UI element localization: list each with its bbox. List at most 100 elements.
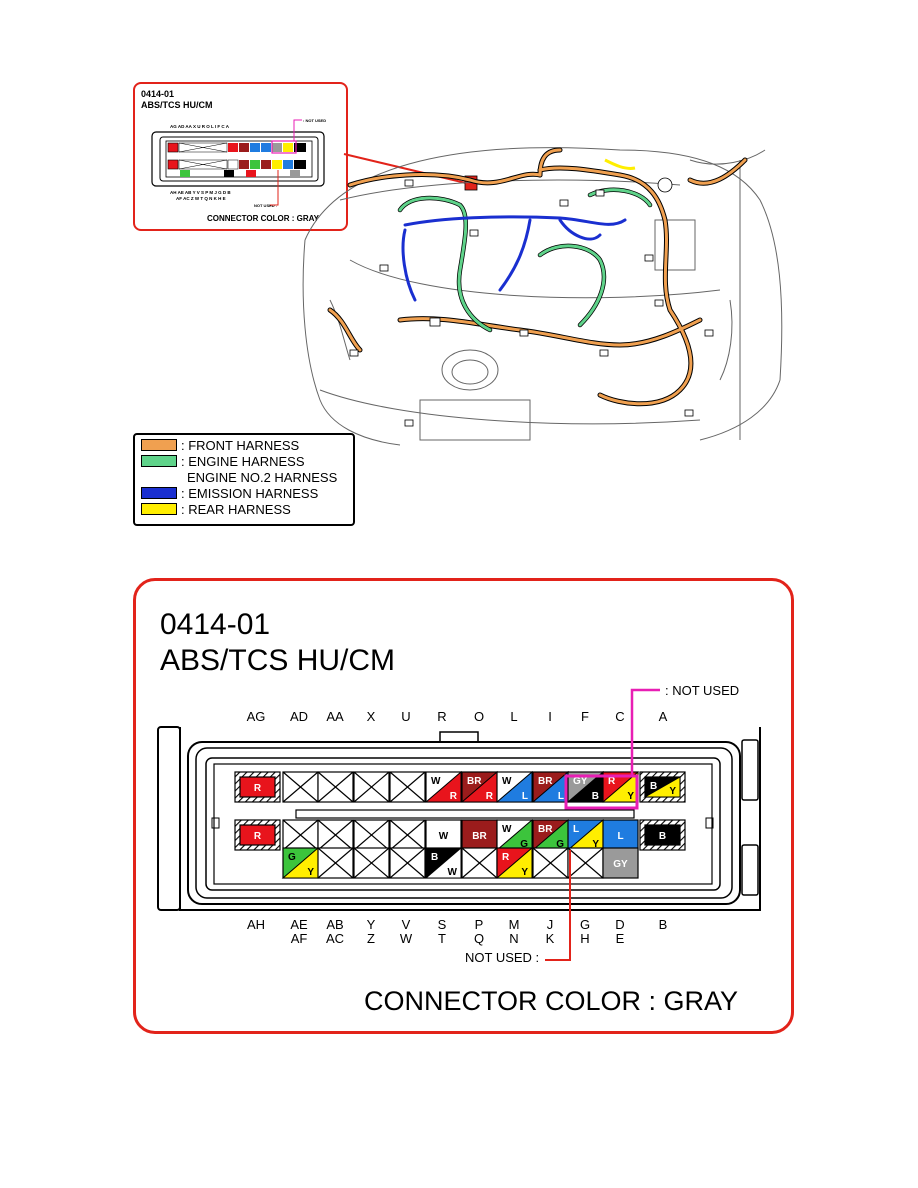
pin-label-AH: AH [246, 917, 266, 932]
thumbnail-connector-drawing [151, 119, 325, 206]
pin-label-B: B [658, 917, 668, 932]
pin-stripe-color: G [520, 839, 528, 850]
pin-stripe-color: Y [627, 791, 634, 802]
pin-V [389, 819, 426, 851]
pin-stripe [495, 770, 533, 803]
legend-label-emission: : EMISSION HARNESS [181, 485, 319, 501]
pin-label-Z: Z [367, 931, 375, 946]
pin-T: BW [424, 846, 462, 879]
pin-D: L [602, 819, 639, 851]
pin-F: GYB [566, 770, 604, 803]
pin-label-O: O [473, 709, 485, 724]
pin-fill [239, 776, 276, 798]
pin-AE [282, 819, 319, 851]
thumbnail-bottom-letters-2: AF AC Z W T Q N K H E [176, 196, 226, 201]
pin-cross [389, 819, 426, 851]
pin-P: BR [461, 819, 498, 851]
pin-stripe-color: B [592, 791, 599, 802]
pin-wire-color: B [650, 781, 657, 792]
pin-label-X: X [366, 709, 376, 724]
pin-label-A: A [658, 709, 668, 724]
pin-stripe-color: Y [307, 867, 314, 878]
pin-label-AE: AE [290, 917, 308, 932]
pin-label-K: K [545, 931, 555, 946]
pin-H [567, 847, 604, 879]
legend-swatch-front [141, 439, 177, 451]
pin-wire-color: B [431, 852, 438, 863]
pin-wire-color: GY [613, 859, 628, 870]
pin-cross [317, 819, 354, 851]
detail-connector-box [133, 578, 794, 1034]
pin-U [389, 771, 426, 803]
pin-label-M: M [508, 917, 520, 932]
not-used-leader-top [630, 688, 660, 776]
legend-engine-harness: : ENGINE HARNESS [141, 454, 305, 469]
pin-label-AB: AB [326, 917, 344, 932]
legend-label-engine-no2: ENGINE NO.2 HARNESS [187, 470, 338, 485]
car-body-outline [302, 147, 783, 446]
pin-cross [317, 771, 354, 803]
pin-label-Y: Y [366, 917, 376, 932]
pin-Q [461, 847, 498, 879]
pin-I: BRL [531, 770, 569, 803]
pin-stripe-color: Y [521, 867, 528, 878]
pin-AH: R [234, 819, 281, 851]
thumbnail-not-used-bottom: NOT USED : [254, 203, 278, 208]
pin-stripe [424, 770, 462, 803]
pin-L: WL [495, 770, 533, 803]
pin-cross [353, 847, 390, 879]
pin-fill [461, 819, 498, 851]
pin-label-AC: AC [325, 931, 345, 946]
legend-rear-harness: : REAR HARNESS [141, 501, 291, 517]
engine-bay-illustration [151, 119, 783, 446]
pin-label-R: R [437, 709, 447, 724]
pin-cross [461, 847, 498, 879]
pin-cross [389, 771, 426, 803]
pin-wire-color: G [288, 852, 296, 863]
pin-stripe [495, 846, 533, 879]
legend-swatch-emission [141, 487, 177, 499]
detail-not-used-bottom: NOT USED : [465, 950, 540, 965]
harness-connectors [349, 177, 714, 427]
pin-cross [282, 819, 319, 851]
connector-housing [157, 726, 761, 911]
pin-wire-color: R [608, 776, 616, 787]
pin-label-T: T [438, 931, 446, 946]
pin-stripe-color: Y [669, 786, 676, 797]
thumbnail-not-used-top: : NOT USED [303, 118, 327, 123]
pin-label-P: P [474, 917, 484, 932]
legend-front-harness: : FRONT HARNESS [141, 438, 299, 453]
pin-J: BRG [531, 818, 569, 851]
pin-label-I: I [548, 709, 552, 724]
pin-wire-color: BR [538, 824, 553, 835]
pin-Y [353, 819, 390, 851]
pin-label-D: D [615, 917, 625, 932]
pin-cross [389, 847, 426, 879]
pin-cross [282, 771, 319, 803]
pin-cross [567, 847, 604, 879]
pin-wire-color: R [502, 852, 510, 863]
pin-AG: R [234, 771, 281, 803]
pin-wire-color: L [617, 831, 623, 842]
pin-wire-color: R [254, 831, 262, 842]
pin-B: B [639, 819, 686, 851]
rear-harness [604, 158, 636, 170]
pin-AB [317, 819, 354, 851]
pin-wire-color: W [502, 824, 512, 835]
thumbnail-top-letters: AG AD AA X U R O L I F C A [170, 124, 230, 129]
pin-cross [353, 819, 390, 851]
pin-R: WR [424, 770, 462, 803]
pin-wire-color: W [431, 776, 441, 787]
pin-stripe-color: L [558, 791, 564, 802]
legend-label-rear: : REAR HARNESS [181, 501, 291, 517]
detail-connector-color: CONNECTOR COLOR : GRAY [364, 986, 739, 1016]
legend-swatch-rear [141, 503, 177, 515]
pin-label-W: W [399, 931, 413, 946]
pin-stripe-color: Y [592, 839, 599, 850]
pin-K [532, 847, 569, 879]
pin-label-Q: Q [473, 931, 485, 946]
pin-E: GY [602, 847, 639, 879]
pin-fill [602, 847, 639, 879]
pin-stripe-color: R [486, 791, 494, 802]
